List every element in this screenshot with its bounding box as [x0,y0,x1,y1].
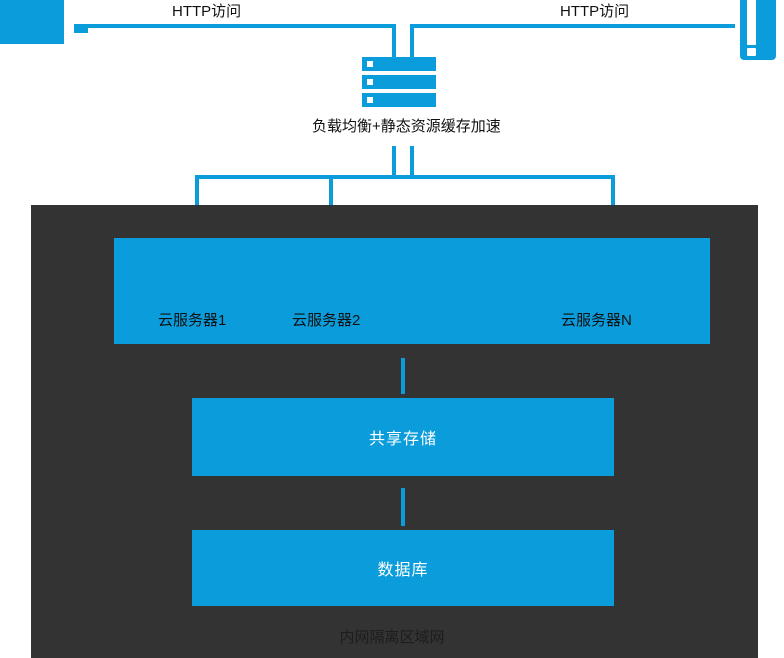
edge-label-http-left: HTTP访问 [172,3,242,20]
load-balancer-server-rack-icon [362,57,436,107]
database-box[interactable]: 数据库 [192,530,614,606]
connector-storage-to-database [401,488,405,526]
cloud-server-instance-2-label: 云服务器2 [292,312,361,329]
server-bay-2-icon [362,75,436,89]
shared-storage-box[interactable]: 共享存储 [192,398,614,476]
internal-network-zone-caption: 内网隔离区域网 [339,629,445,646]
server-bay-3-icon [362,93,436,107]
edge-label-http-right: HTTP访问 [560,3,630,20]
server-led-3-icon [367,97,373,103]
connector-http-right-vertical [410,24,414,60]
connector-servers-to-storage [401,358,405,394]
desktop-computer-stand-icon [74,28,88,33]
desktop-computer-icon [0,0,64,44]
server-led-2-icon [367,79,373,85]
server-led-1-icon [367,61,373,67]
mobile-phone-icon [740,0,776,60]
database-label: 数据库 [377,562,429,579]
shared-storage-label: 共享存储 [368,431,437,448]
connector-lb-down-left [392,146,396,178]
cloud-server-instance-n-label: 云服务器N [561,312,632,329]
connector-http-left-vertical [392,24,396,60]
cloud-server-instance-1-label: 云服务器1 [158,312,227,329]
mobile-phone-home-button-icon [747,48,756,56]
connector-http-left-horizontal [74,24,396,28]
mobile-phone-screen-icon [747,0,756,45]
server-bay-1-icon [362,57,436,71]
load-balancer-caption: 负载均衡+静态资源缓存加速 [312,118,501,135]
connector-fanout-bus [195,175,615,179]
cloud-servers-box[interactable] [114,238,710,344]
connector-http-right-horizontal [410,24,735,28]
connector-lb-down-right [410,146,414,178]
